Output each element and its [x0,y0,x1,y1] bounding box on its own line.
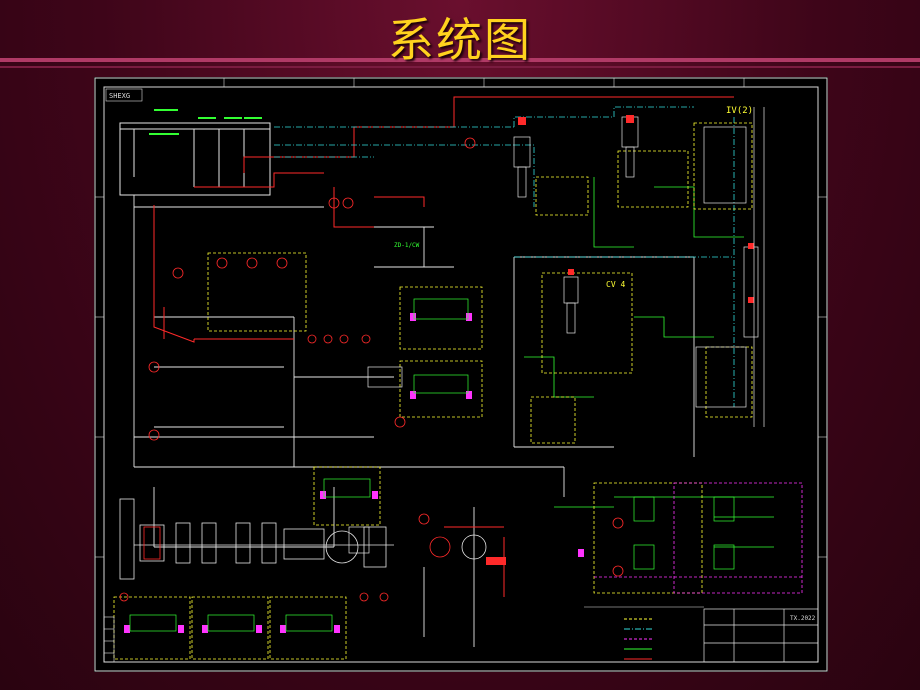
system-schematic-drawing: SHEXG [94,77,828,672]
line-legend [584,606,704,660]
sheet-tag-box [105,88,143,102]
right-component-column [695,107,765,427]
turbine-casing [143,526,161,560]
main-piping [133,195,695,647]
yellow-dashed-blocks [113,122,753,660]
label-iv2: IV(2) [726,106,753,116]
inner-frame [103,86,819,663]
valve-components [124,115,759,633]
green-lines [524,177,774,548]
tank-labels [149,109,262,135]
sheet-tag: SHEXG [109,92,130,100]
pressure-gauges [119,137,624,602]
schematic-svg: SHEXG [94,77,828,672]
title-block-code: TX.2022 [790,615,816,622]
revision-table [103,616,115,663]
border-ticks [95,78,827,558]
outer-frame [94,77,828,672]
header-accent-band-thin [0,66,920,68]
slide-title: 系统图 [388,13,532,67]
label-zd: ZD-1/CW [394,242,420,249]
turbine-shaft-assembly [119,498,394,580]
cyan-lines [274,106,735,407]
title-block [703,608,819,663]
header-accent-band [0,58,920,62]
red-lines [153,96,734,597]
oil-tank [119,122,271,196]
label-cv4: CV 4 [606,280,625,289]
magenta-dashed-block [594,482,803,594]
